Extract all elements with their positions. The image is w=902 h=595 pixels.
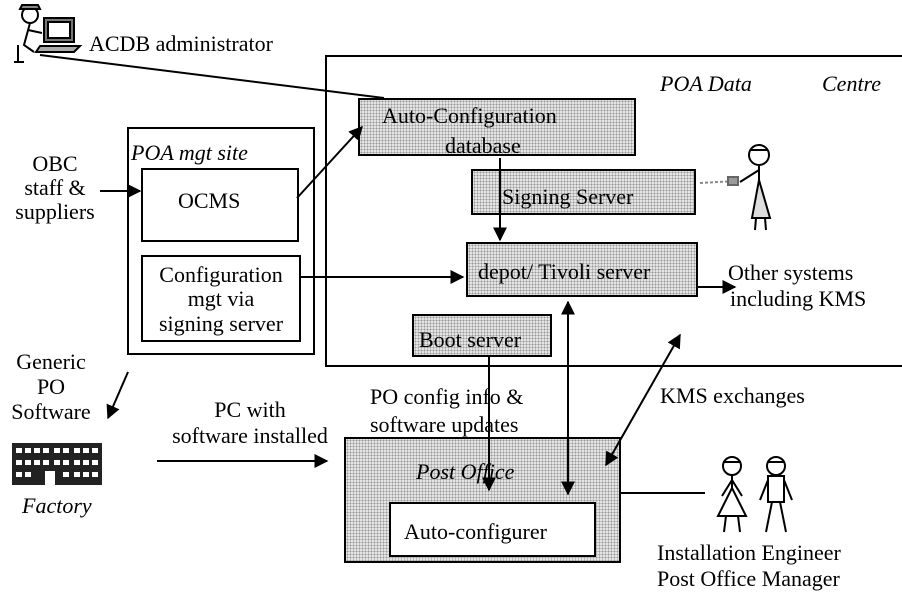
installation-engineer-icon [716,456,748,533]
signing-server-label: Signing Server [502,184,634,209]
auto-config-db-box [358,98,636,156]
depot-tivoli-label: depot/ Tivoli server [478,259,651,284]
other-systems-line-1: Other systems [728,260,854,285]
config-mgt-box [141,255,301,342]
factory-building-icon [12,443,102,485]
po-config-line-2: software updates [370,412,519,437]
poa-data-label: POA Data [660,71,752,96]
auto-config-db-line-1: Auto-Configuration [382,103,557,128]
installation-engineer-label: Installation Engineer [657,540,841,565]
centre-label: Centre [822,71,882,96]
pc-with-line-1: PC with [214,397,286,422]
post-office-manager-label: Post Office Manager [657,566,840,591]
generic-po-line-2: PO [36,374,66,399]
boot-server-label: Boot server [419,327,522,352]
config-mgt-line-2: mgt via [187,286,255,311]
pc-with-line-2: software installed [172,423,328,448]
signing-server-box [471,169,696,215]
post-office-label: Post Office [416,459,515,484]
ocms-to-acdb-arrow [296,125,363,199]
po-config-line-1: PO config info & [370,384,524,409]
acdb-admin-label: ACDB administrator [89,31,273,56]
kms-exchanges-label: KMS exchanges [660,383,805,408]
generic-po-line-1: Generic [16,349,86,374]
poa-mgt-site-label: POA mgt site [131,140,248,165]
auto-configurer-box [389,502,596,557]
auto-config-db-line-2: database [445,133,521,158]
auto-configurer-label: Auto-configurer [404,519,547,544]
ocms-label: OCMS [178,188,241,213]
software-to-factory-arrow [106,371,129,420]
depot-tivoli-box [466,242,698,297]
post-office-manager-icon [759,456,793,533]
admin-to-acdb-line [39,54,385,99]
admin-at-computer-icon [14,4,83,63]
signing-person-icon [699,144,772,231]
kms-exchanges-arrow [605,333,681,467]
obc-line-3: suppliers [15,199,95,224]
obc-line-1: OBC [32,151,78,176]
boot-server-box [412,314,552,357]
poa-mgt-site-box [127,127,315,355]
other-systems-line-2: including KMS [730,286,867,311]
generic-po-line-3: Software [11,399,91,424]
config-mgt-line-3: signing server [158,311,284,336]
config-mgt-line-1: Configuration [159,262,283,287]
ocms-box [141,168,299,242]
obc-line-2: staff & [24,175,86,200]
factory-label: Factory [22,493,92,518]
